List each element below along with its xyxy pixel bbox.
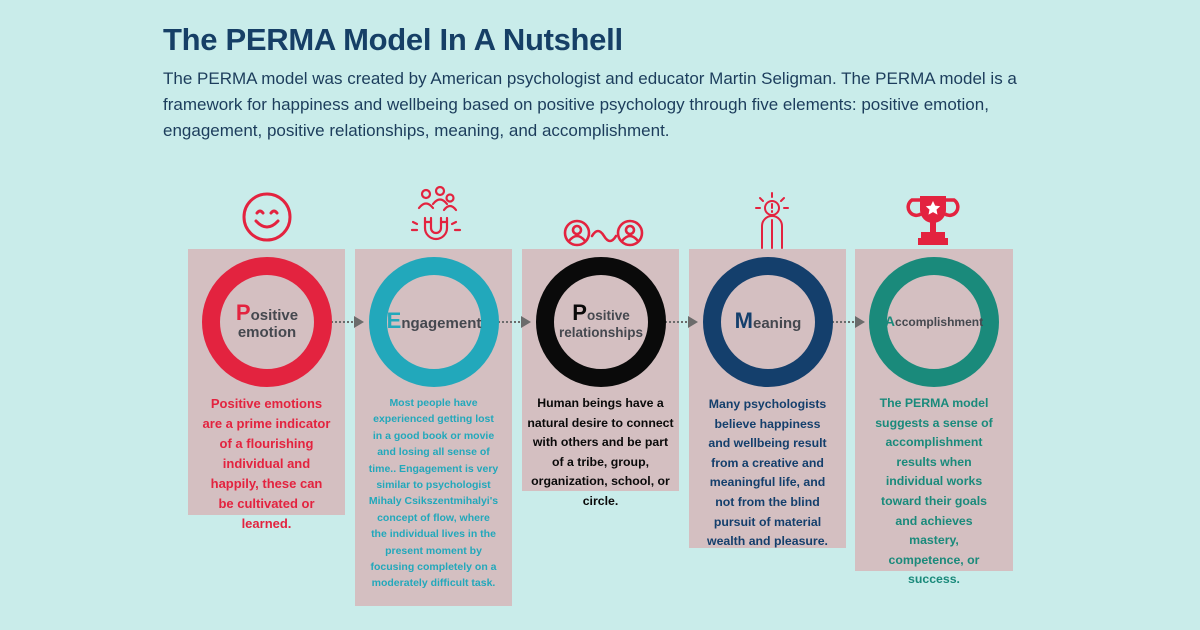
- initial-accomplishment: A: [884, 313, 896, 329]
- initial-engagement: E: [386, 308, 402, 333]
- connector-arrow-3: [665, 316, 698, 328]
- person-lightbulb-icon: [755, 192, 789, 249]
- label-engagement: Engagement: [387, 310, 482, 333]
- initial-positive-emotion: P: [235, 299, 251, 325]
- ring-engagement: Engagement: [369, 257, 499, 387]
- label-meaning: Meaning: [735, 310, 802, 333]
- initial-meaning: M: [734, 308, 753, 333]
- label-line2: relationships: [558, 324, 644, 340]
- initial-positive-relationships: P: [572, 299, 587, 325]
- magnet-attracting-people-icon: [410, 185, 462, 241]
- label-line1: ccomplishment: [895, 315, 984, 329]
- ring-positive-emotion: Positive emotion: [202, 257, 332, 387]
- label-line1: ositive: [586, 307, 630, 323]
- ring-accomplishment: Accomplishment: [869, 257, 999, 387]
- label-positive-emotion: Positive emotion: [236, 301, 299, 341]
- label-line2: emotion: [237, 323, 297, 341]
- label-line1: ositive: [250, 306, 299, 324]
- connector-arrow-1: [331, 316, 364, 328]
- smiley-face-icon: [242, 192, 292, 242]
- label-accomplishment: Accomplishment: [885, 313, 983, 331]
- label-positive-relationships: Positive relationships: [558, 301, 644, 341]
- description-positive-emotion: Positive emotions are a prime indicator …: [202, 396, 331, 531]
- description-engagement: Most people have experienced getting los…: [368, 397, 499, 590]
- page-title: The PERMA Model In A Nutshell: [163, 22, 623, 57]
- connected-people-icon: [563, 219, 644, 247]
- description-accomplishment: The PERMA model suggests a sense of acco…: [875, 396, 993, 587]
- label-line1: ngagement: [401, 315, 482, 332]
- description-positive-relationships: Human beings have a natural desire to co…: [527, 396, 674, 508]
- page-subtitle: The PERMA model was created by American …: [163, 69, 1017, 140]
- label-line1: eaning: [752, 315, 802, 332]
- connector-arrow-4: [832, 316, 865, 328]
- connector-arrow-2: [498, 316, 531, 328]
- ring-meaning: Meaning: [703, 257, 833, 387]
- ring-positive-relationships: Positive relationships: [536, 257, 666, 387]
- description-meaning: Many psychologists believe happiness and…: [707, 397, 828, 549]
- trophy-icon: [906, 196, 960, 245]
